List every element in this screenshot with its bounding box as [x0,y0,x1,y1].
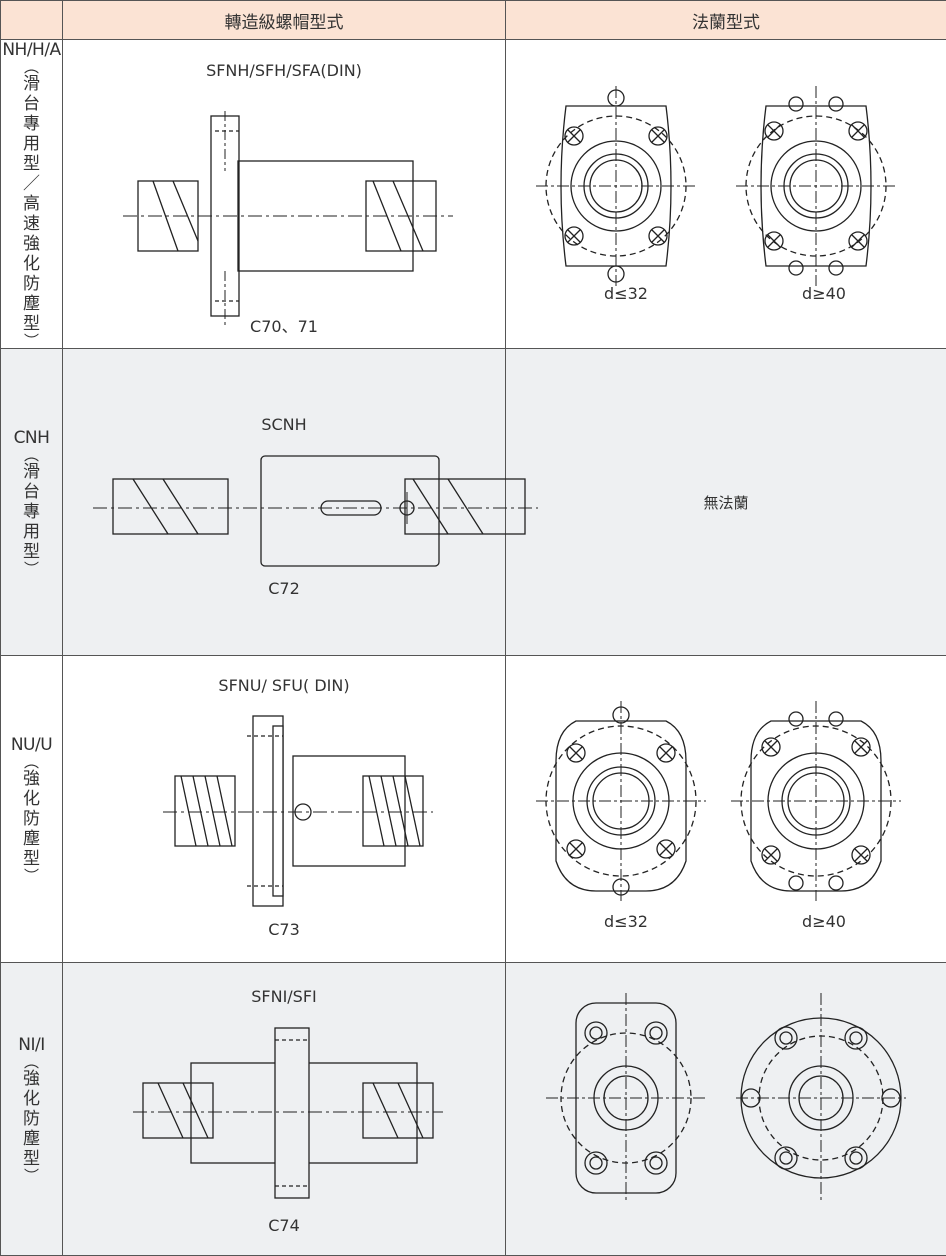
row-label: NI/I ︵ 強化防塵型 ︶ [1,963,63,1256]
description-char: 強 [23,1069,40,1089]
flange-drawing-small [536,86,696,286]
nut-drawing-cell: SFNI/SFI C74 [63,963,506,1256]
row-label: CNH ︵ 滑台專用型 ︶ [1,349,63,656]
table-row: NH/H/A ︵ 滑台專用型／高速強化防塵型 ︶ SFNH/SFH/SFA(DI… [1,40,946,349]
description-char: 型 [23,1149,40,1169]
description-char: ／ [23,174,40,194]
row-label: NU/U ︵ 強化防塵型 ︶ [1,656,63,963]
description-char: 用 [23,134,40,154]
series-code: NU/U [11,735,52,755]
description-char: 塵 [23,829,40,849]
description-char: 滑 [23,74,40,94]
description-char: 型 [23,849,40,869]
header-corner [1,1,63,40]
description-char: 塵 [23,1129,40,1149]
description-char: 滑 [23,462,40,482]
series-description: 強化防塵型 [23,1069,40,1169]
table-row: NU/U ︵ 強化防塵型 ︶ SFNU/ SFU( DIN) [1,656,946,963]
header-row: 轉造級螺帽型式 法蘭型式 [1,1,946,40]
nut-drawing-cell: SFNU/ SFU( DIN) C73 [63,656,506,963]
description-char: 化 [23,254,40,274]
description-char: 型 [23,314,40,334]
model-name: SFNH/SFH/SFA(DIN) [63,61,505,80]
flange-drawing-large [736,86,896,286]
description-char: 台 [23,94,40,114]
series-code: NH/H/A [2,40,60,60]
description-char: 高 [23,194,40,214]
row-label: NH/H/A ︵ 滑台專用型／高速強化防塵型 ︶ [1,40,63,349]
description-char: 強 [23,769,40,789]
flange-size-label: d≤32 [576,912,676,931]
flange-size-label: d≤32 [576,284,676,303]
flange-drawing-small [536,701,706,901]
no-flange-text: 無法蘭 [506,349,946,655]
catalog-page: C72 [63,579,505,598]
description-char: 防 [23,274,40,294]
model-name: SCNH [63,415,505,434]
description-char: 專 [23,502,40,522]
catalog-page: C73 [63,920,505,939]
flange-drawing-rectangular [546,993,706,1203]
model-name: SFNI/SFI [63,987,505,1006]
series-description: 滑台專用型／高速強化防塵型 [23,74,40,334]
flange-drawing-large [731,701,901,901]
flange-size-label: d≥40 [774,284,874,303]
description-char: 塵 [23,294,40,314]
table-row: NI/I ︵ 強化防塵型 ︶ SFNI/SFI [1,963,946,1256]
flange-drawing-cell: d≤32 d≥40 [506,40,946,349]
series-description: 強化防塵型 [23,769,40,869]
sfni-nut-drawing [143,1028,433,1198]
description-char: 型 [23,542,40,562]
flange-drawing-round [736,993,906,1203]
model-name: SFNU/ SFU( DIN) [63,676,505,695]
series-code: NI/I [18,1035,44,1055]
description-char: 防 [23,1109,40,1129]
description-char: 型 [23,154,40,174]
description-char: 專 [23,114,40,134]
nut-drawing-cell: SCNH C72 [63,349,506,656]
description-char: 化 [23,789,40,809]
sfnh-nut-drawing [123,111,453,291]
description-char: 強 [23,234,40,254]
table-row: CNH ︵ 滑台專用型 ︶ SCNH [1,349,946,656]
description-char: 用 [23,522,40,542]
flange-drawing-cell: 無法蘭 [506,349,946,656]
header-nut-type: 轉造級螺帽型式 [63,1,506,40]
description-char: 化 [23,1089,40,1109]
flange-size-label: d≥40 [774,912,874,931]
catalog-page: C70、71 [63,313,505,337]
scnh-nut-drawing [93,454,473,564]
catalog-page: C74 [63,1216,505,1235]
flange-drawing-cell [506,963,946,1256]
header-flange-type: 法蘭型式 [506,1,946,40]
description-char: 速 [23,214,40,234]
description-char: 防 [23,809,40,829]
description-char: 台 [23,482,40,502]
flange-drawing-cell: d≤32 d≥40 [506,656,946,963]
sfnu-nut-drawing [163,716,423,906]
series-description: 滑台專用型 [23,462,40,562]
series-code: CNH [14,428,50,448]
nut-drawing-cell: SFNH/SFH/SFA(DIN) [63,40,506,349]
